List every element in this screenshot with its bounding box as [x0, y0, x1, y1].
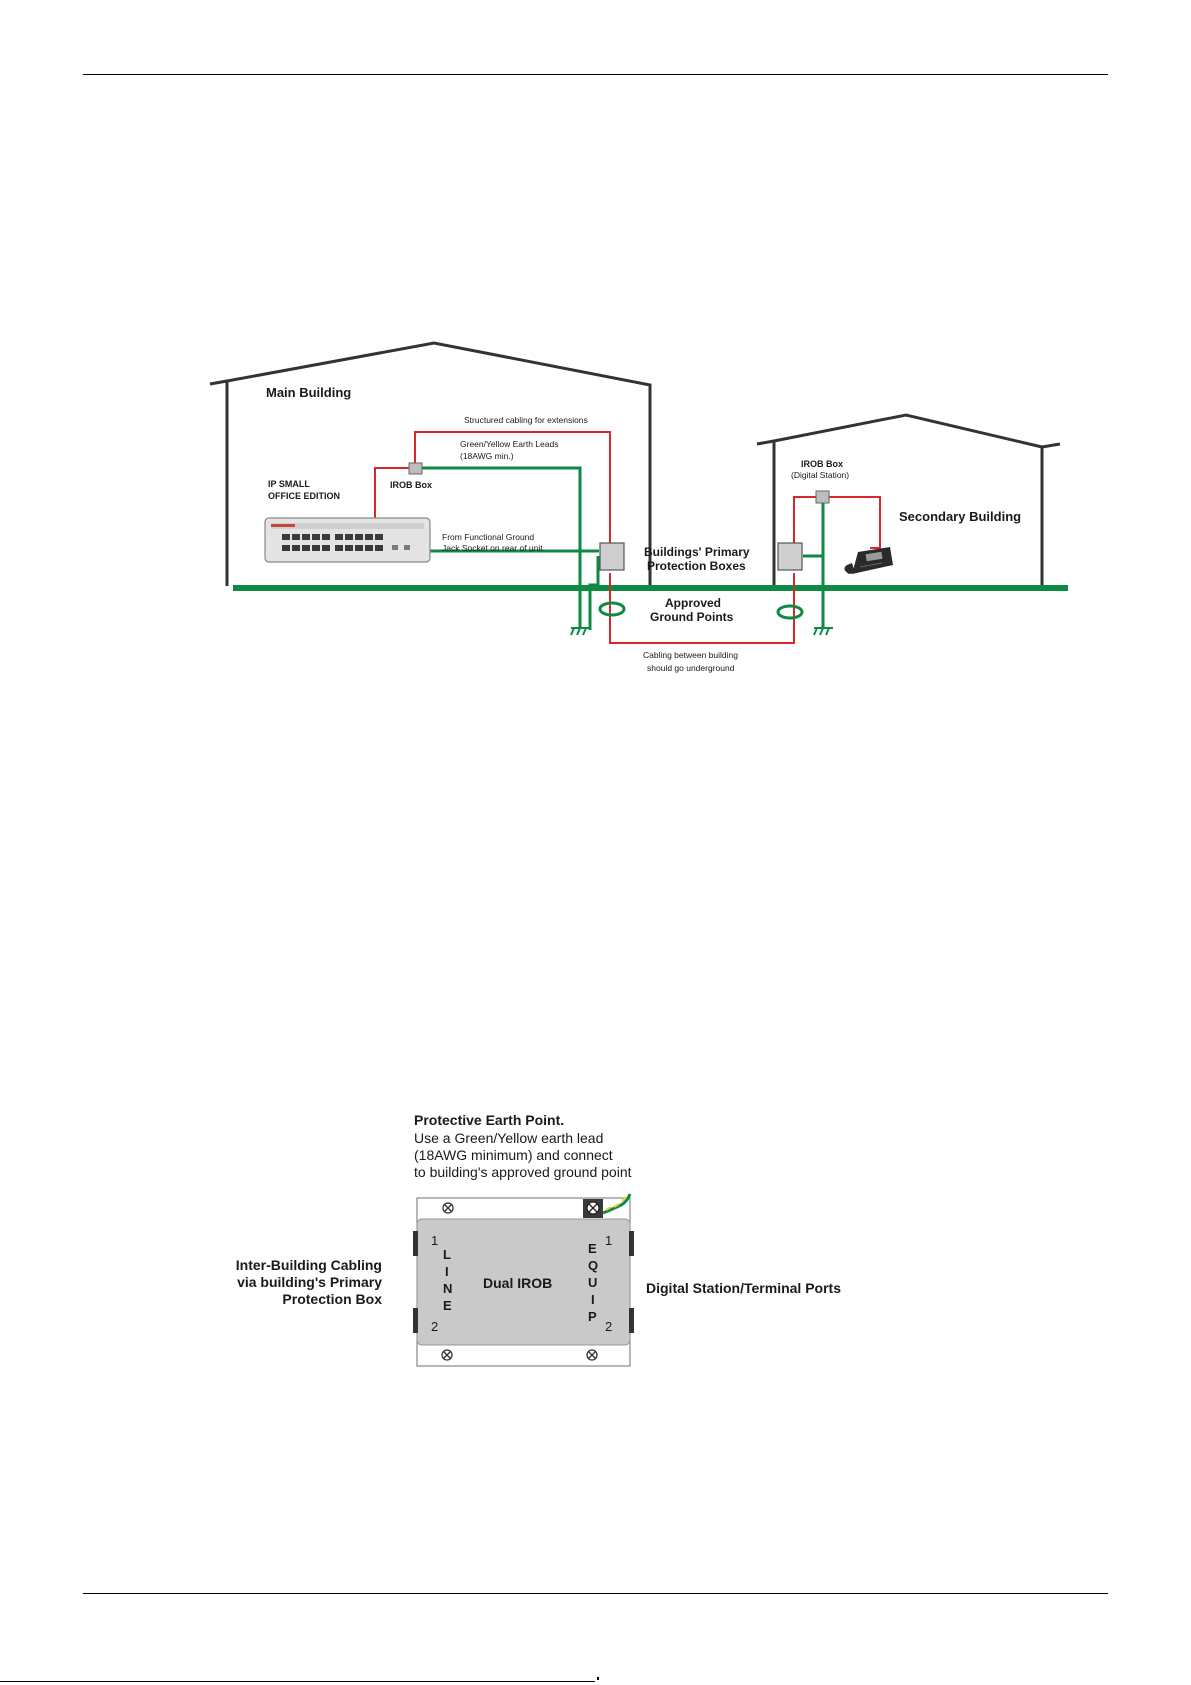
main-building-label: Main Building	[266, 385, 351, 400]
inter-building-cabling-diagram: Main Building Secondary Building IP SMAL…	[209, 341, 1068, 673]
green-earth-lead-primary	[588, 556, 600, 630]
functional-ground-label: From Functional Ground	[442, 532, 534, 542]
equip-port-2: 2	[605, 1319, 612, 1334]
ip-office-edition-label: OFFICE EDITION	[268, 491, 340, 501]
primary-protection-label: Buildings' Primary	[644, 545, 750, 559]
line-port-2: 2	[431, 1319, 438, 1334]
earth-lead-stripe	[605, 1196, 627, 1211]
dual-irob-diagram: 1 2 L I N E 1 2 E Q U I P Dual IROB Prot…	[236, 1112, 841, 1367]
page-edge-line	[0, 1681, 595, 1682]
secondary-building-eave-right	[1041, 442, 1061, 449]
protective-earth-screw-icon	[583, 1199, 603, 1218]
protective-earth-line: (18AWG minimum) and connect	[414, 1147, 613, 1163]
primary-protection-box-secondary	[777, 542, 803, 571]
equip-letter: P	[588, 1309, 597, 1324]
red-cable-secondary	[793, 496, 881, 549]
irob-box-main-label: IROB Box	[390, 480, 432, 490]
footer-rule	[83, 1593, 1108, 1594]
ground-loop-left	[598, 601, 626, 617]
secondary-building-eave	[756, 439, 775, 446]
main-building-outline	[225, 341, 652, 586]
line-letter: L	[443, 1247, 451, 1262]
header-rule	[83, 74, 1108, 75]
secondary-building-label: Secondary Building	[899, 509, 1021, 524]
ground-symbol-icon	[813, 627, 833, 636]
page-edge-mark	[597, 1677, 599, 1680]
approved-ground-sublabel: Ground Points	[650, 610, 734, 624]
digital-telephone-icon	[844, 547, 893, 574]
main-building-eave	[209, 379, 228, 386]
digital-ports-label: Digital Station/Terminal Ports	[646, 1280, 841, 1296]
dual-irob-label: Dual IROB	[483, 1275, 552, 1291]
equip-letter: I	[591, 1292, 595, 1307]
approved-ground-label: Approved	[665, 596, 721, 610]
inter-building-label: via building's Primary	[237, 1274, 382, 1290]
earth-leads-label: Green/Yellow Earth Leads	[460, 439, 558, 449]
irob-box-secondary-sublabel: (Digital Station)	[791, 470, 849, 480]
earth-leads-sublabel: (18AWG min.)	[460, 451, 514, 461]
underground-label: Cabling between building	[643, 650, 738, 660]
ground-symbol-icon	[570, 627, 590, 636]
structured-cabling-label: Structured cabling for extensions	[464, 415, 588, 425]
irob-box-main	[408, 462, 423, 475]
line-letter: I	[445, 1264, 449, 1279]
red-cable-underground	[609, 573, 795, 644]
green-earth-lead-irob	[422, 466, 582, 628]
irob-box-secondary	[815, 490, 830, 504]
irob-box-secondary-label: IROB Box	[801, 459, 843, 469]
line-port-1: 1	[431, 1233, 438, 1248]
screw-icon	[442, 1202, 454, 1214]
irob-unit-body	[416, 1218, 631, 1346]
protective-earth-line: to building's approved ground point	[414, 1164, 632, 1180]
equip-letter: U	[588, 1275, 597, 1290]
underground-sublabel: should go underground	[647, 663, 735, 673]
screw-icon	[586, 1349, 598, 1361]
ground-loop-right	[776, 604, 804, 620]
functional-ground-sublabel: Jack Socket on rear of unit	[442, 543, 543, 553]
screw-icon	[441, 1349, 453, 1361]
equip-letter: E	[588, 1241, 597, 1256]
line-letter: N	[443, 1281, 452, 1296]
ip-small-office-unit-icon	[264, 517, 431, 563]
equip-port-1: 1	[605, 1233, 612, 1248]
inter-building-label: Inter-Building Cabling	[236, 1257, 382, 1273]
ip-small-label: IP SMALL	[268, 479, 310, 489]
inter-building-label: Protection Box	[282, 1291, 382, 1307]
equip-letter: Q	[588, 1258, 598, 1273]
primary-protection-box-main	[599, 542, 625, 571]
port-connector-icon	[413, 1231, 634, 1333]
line-letter: E	[443, 1298, 452, 1313]
protective-earth-line: Use a Green/Yellow earth lead	[414, 1130, 603, 1146]
protective-earth-title: Protective Earth Point.	[414, 1112, 564, 1128]
primary-protection-sublabel: Protection Boxes	[647, 559, 746, 573]
secondary-building-outline	[772, 413, 1044, 586]
earth-lead-wire	[602, 1193, 632, 1215]
